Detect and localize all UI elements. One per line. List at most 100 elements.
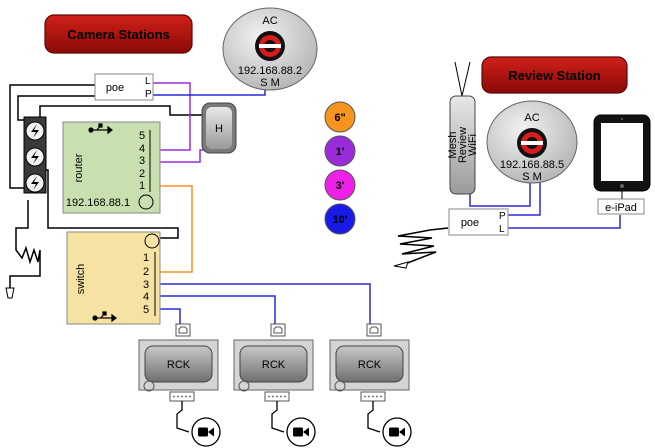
switch-port-3: 3	[143, 279, 149, 291]
rck-unit[interactable]: RCK	[329, 323, 412, 447]
wire-blue-poe-p-ac	[153, 85, 266, 96]
serial-connector-icon	[169, 391, 195, 402]
switch-device[interactable]: switch 1 2 3 4 5	[66, 231, 161, 325]
wire-blue-switch5-rck1	[160, 308, 181, 324]
legend-item: 1'	[324, 135, 356, 167]
mesh-wifi-device[interactable]: Mesh Review WiFi	[447, 95, 479, 195]
ethernet-port-icon	[175, 323, 191, 337]
camera-stations-title: Camera Stations	[67, 27, 170, 42]
ac-camera-device[interactable]: AC 192.168.88.2 S M	[222, 7, 318, 91]
rck-power-icon	[238, 380, 250, 392]
router-port-2: 2	[139, 168, 145, 180]
video-camera-icon	[286, 417, 316, 447]
mesh-line2: Review	[457, 127, 469, 163]
switch-port-2: 2	[143, 266, 149, 278]
serial-connector-icon	[360, 391, 386, 402]
wire-blue-poe-ac-review	[508, 180, 541, 216]
power-outlet-icon	[25, 121, 45, 141]
wire-orange	[152, 185, 193, 273]
legend-swatch	[324, 169, 356, 201]
poe-camera-port-p: P	[145, 89, 152, 100]
ipad-device[interactable]: e-iPad	[593, 114, 651, 215]
ac-review-ip: 192.168.88.5	[500, 159, 564, 171]
wire-black-poe-p	[17, 95, 98, 121]
wire-blue-switch4-rck2	[160, 295, 276, 324]
camera-cable	[367, 401, 381, 433]
rck-label: RCK	[262, 359, 286, 371]
switch-port-5: 5	[143, 304, 149, 316]
legend-item: 6"	[324, 101, 356, 133]
ac-review-device[interactable]: AC 192.168.88.5 S M	[486, 100, 578, 184]
video-camera-icon	[191, 417, 221, 447]
router-port-3: 3	[139, 155, 145, 167]
legend-swatch	[324, 101, 356, 133]
power-outlet-icon	[25, 173, 45, 193]
ac-camera-ports: S M	[260, 77, 280, 89]
legend-swatch	[324, 203, 356, 235]
rck-power-icon	[334, 380, 346, 392]
legend-swatch	[324, 135, 356, 167]
ac-camera-ip: 192.168.88.2	[238, 65, 302, 77]
switch-port-1: 1	[143, 252, 149, 264]
camera-cable	[176, 401, 190, 433]
wire-black-coil	[9, 200, 41, 290]
wire-black-switch	[42, 169, 179, 239]
router-device[interactable]: router 5 4 3 2 1 192.168.88.1	[62, 121, 161, 214]
rck-unit[interactable]: RCK	[138, 323, 221, 447]
wire-purple-hub	[152, 149, 204, 163]
review-station-title: Review Station	[508, 68, 601, 83]
rck-units: RCK RCK RCK	[138, 323, 412, 447]
mesh-line3: WiFi	[467, 134, 479, 156]
antenna-right	[461, 61, 471, 97]
wire-review-coil	[397, 227, 449, 267]
power-outlet-icon	[25, 147, 45, 167]
poe-camera-device[interactable]: poe L P	[94, 73, 154, 101]
ac-logo-icon	[255, 31, 285, 61]
switch-label: switch	[75, 264, 87, 295]
poe-review-port-l: L	[499, 224, 505, 235]
router-port-4: 4	[139, 143, 145, 155]
camera-stations-banner: Camera Stations	[44, 14, 193, 54]
antenna-left	[454, 61, 463, 97]
legend-item: 10'	[324, 203, 356, 235]
mesh-line1: Mesh	[447, 132, 459, 159]
legend-label: 3'	[336, 180, 345, 192]
wire-blue-poe-ipad	[508, 215, 621, 229]
poe-review-port-p: P	[499, 211, 506, 222]
cable-length-legend: 6" 1' 3' 10'	[324, 101, 356, 235]
router-label: router	[73, 153, 85, 182]
switch-port-4: 4	[143, 291, 149, 303]
legend-label: 10'	[333, 214, 348, 226]
rck-power-icon	[143, 380, 155, 392]
rck-label: RCK	[358, 359, 382, 371]
camera-cable	[271, 401, 285, 433]
plug-icon	[393, 261, 409, 269]
poe-camera-label: poe	[106, 82, 124, 94]
router-ports: 5 4 3 2 1	[139, 130, 151, 192]
hub-device[interactable]: H	[201, 102, 237, 154]
poe-review-device[interactable]: poe P L	[448, 208, 509, 236]
switch-power-icon	[144, 233, 160, 249]
wire-black-hub	[39, 105, 204, 118]
rck-unit[interactable]: RCK	[233, 323, 316, 447]
usb-icon	[92, 311, 117, 323]
power-strip	[23, 116, 47, 194]
poe-review-label: poe	[461, 217, 479, 229]
rck-label: RCK	[167, 359, 191, 371]
wire-blue-ac-mesh	[469, 180, 531, 207]
ac-review-ports: S M	[522, 171, 542, 183]
router-port-1: 1	[139, 180, 145, 192]
video-camera-icon	[382, 417, 412, 447]
ethernet-port-icon	[366, 323, 382, 337]
switch-ports: 1 2 3 4 5	[143, 252, 156, 316]
wire-purple-poe-l	[152, 82, 191, 151]
serial-connector-icon	[264, 391, 290, 402]
wires	[9, 61, 621, 324]
router-port-5: 5	[139, 130, 145, 142]
wire-blue-switch3-rck3	[160, 283, 371, 324]
wire-black-poe-l	[9, 84, 98, 189]
review-station-banner: Review Station	[481, 56, 628, 94]
ac-review-label: AC	[524, 112, 539, 124]
legend-label: 6"	[334, 112, 345, 124]
